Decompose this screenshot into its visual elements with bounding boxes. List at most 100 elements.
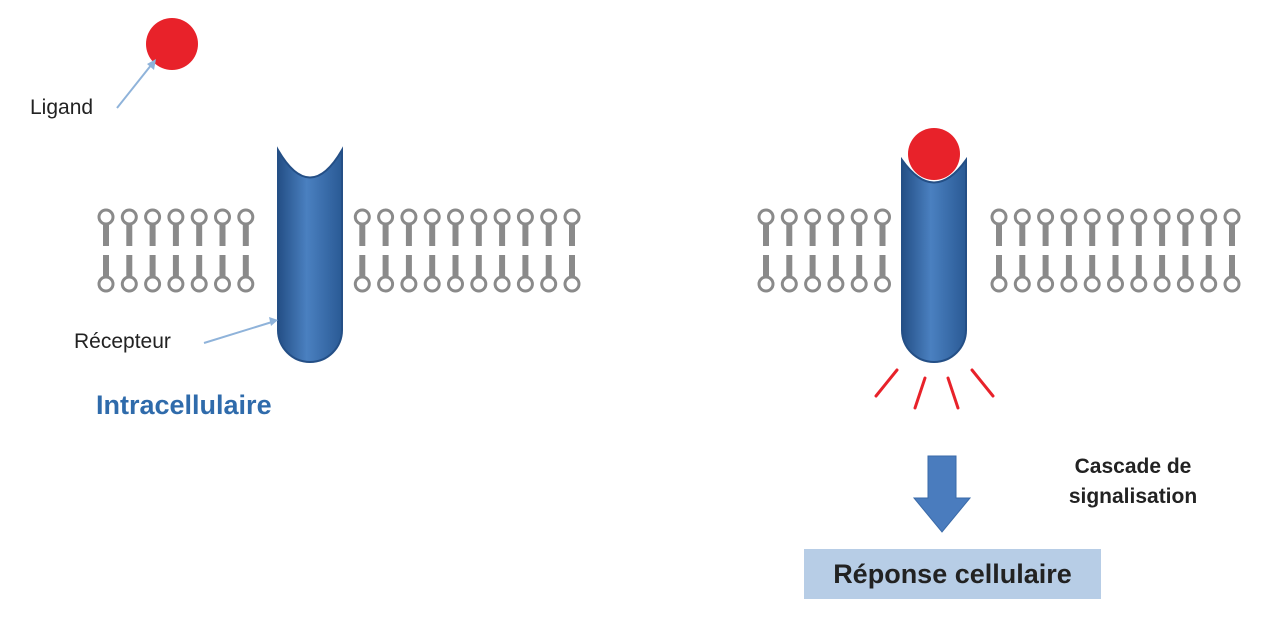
lipid-head — [377, 275, 395, 293]
lipid-head — [1200, 275, 1218, 293]
receptor-label: Récepteur — [74, 330, 171, 353]
lipid-tail — [242, 224, 249, 246]
lipid-head — [1037, 208, 1055, 226]
lipid-tail — [763, 224, 769, 246]
lipid-tail — [786, 224, 793, 246]
lipid-head — [377, 208, 395, 226]
lipid-head — [804, 275, 822, 293]
lipid-tail — [149, 255, 156, 277]
lipid-head — [780, 275, 798, 293]
lipid-head — [493, 275, 511, 293]
lipid-head — [804, 208, 822, 226]
lipid-head — [190, 275, 208, 293]
lipid-head — [827, 275, 845, 293]
lipid-head — [1223, 275, 1241, 293]
lipid-head — [1013, 208, 1031, 226]
lipid-tail — [126, 255, 133, 277]
lipid-tail — [196, 224, 203, 246]
lipid-tail — [1065, 224, 1072, 246]
lipid-head — [97, 208, 115, 226]
lipid-tail — [475, 255, 482, 277]
lipid-head — [850, 208, 868, 226]
lipid-head — [237, 275, 255, 293]
lipid-head — [1176, 275, 1194, 293]
lipid-tail — [1089, 224, 1096, 246]
lipid-tail — [1159, 224, 1166, 246]
lipid-tail — [832, 255, 839, 277]
lipid-tail — [405, 224, 412, 246]
lipid-head — [1130, 208, 1148, 226]
lipid-tail — [545, 255, 552, 277]
lipid-tail — [1135, 255, 1142, 277]
lipid-tail — [879, 224, 886, 246]
lipid-head — [516, 275, 534, 293]
lipid-head — [1200, 208, 1218, 226]
lipid-tail — [149, 224, 156, 246]
ligand-label: Ligand — [30, 96, 94, 119]
lipid-tail — [1205, 224, 1212, 246]
cellular-response-box: Réponse cellulaire — [804, 549, 1101, 599]
lipid-tail — [1159, 255, 1166, 277]
lipid-head — [540, 275, 558, 293]
lipid-head — [1060, 208, 1078, 226]
lipid-tail — [786, 255, 793, 277]
lipid-head — [1153, 275, 1171, 293]
lipid-head — [353, 208, 371, 226]
lipid-head — [1176, 208, 1194, 226]
receptor-pointer-arrow — [203, 321, 273, 344]
lipid-tail — [242, 255, 249, 277]
lipid-head — [1153, 208, 1171, 226]
lipid-tail — [172, 255, 179, 277]
lipid-head — [470, 275, 488, 293]
signal-rays — [874, 368, 995, 410]
lipid-tail — [569, 255, 575, 277]
lipid-head — [827, 208, 845, 226]
lipid-head — [757, 208, 775, 226]
lipid-tail — [856, 224, 863, 246]
lipid-head — [850, 275, 868, 293]
lipid-tail — [545, 224, 552, 246]
ligand-pointer-arrow — [116, 63, 153, 109]
lipid-tail — [452, 255, 459, 277]
lipid-head — [1083, 208, 1101, 226]
lipid-tail — [429, 255, 436, 277]
lipid-head — [1107, 275, 1124, 293]
lipid-tail — [1112, 255, 1119, 277]
lipid-tail — [172, 224, 179, 246]
lipid-tail — [569, 224, 575, 246]
lipid-tail — [126, 224, 133, 246]
lipid-head — [780, 208, 798, 226]
lipid-tail — [405, 255, 412, 277]
lipid-head — [1037, 275, 1055, 293]
lipid-tail — [1089, 255, 1096, 277]
lipid-head — [353, 275, 371, 293]
lipid-head — [214, 208, 231, 226]
lipid-tail — [475, 224, 482, 246]
lipid-tail — [219, 224, 226, 246]
ligand-pointer-arrowhead — [147, 59, 156, 70]
lipid-tail — [1042, 255, 1049, 277]
lipid-head — [144, 275, 162, 293]
lipid-head — [540, 208, 558, 226]
down-arrow-icon — [912, 455, 972, 533]
lipid-tail — [763, 255, 769, 277]
lipid-head — [144, 208, 162, 226]
lipid-tail — [879, 255, 886, 277]
signaling-cascade-label: Cascade de signalisation — [1068, 455, 1198, 508]
lipid-head — [1013, 275, 1031, 293]
lipid-tail — [809, 255, 816, 277]
lipid-tail — [1229, 224, 1235, 246]
lipid-head — [423, 208, 441, 226]
lipid-head — [447, 208, 464, 226]
lipid-tail — [382, 224, 389, 246]
lipid-tail — [1182, 255, 1189, 277]
lipid-head — [516, 208, 534, 226]
ligand-bound — [908, 128, 960, 180]
lipid-tail — [809, 224, 816, 246]
ligand-free — [146, 18, 198, 70]
lipid-head — [400, 208, 418, 226]
lipid-tail — [1182, 224, 1189, 246]
membrane-bilayer-right — [757, 208, 1241, 293]
lipid-head — [400, 275, 418, 293]
